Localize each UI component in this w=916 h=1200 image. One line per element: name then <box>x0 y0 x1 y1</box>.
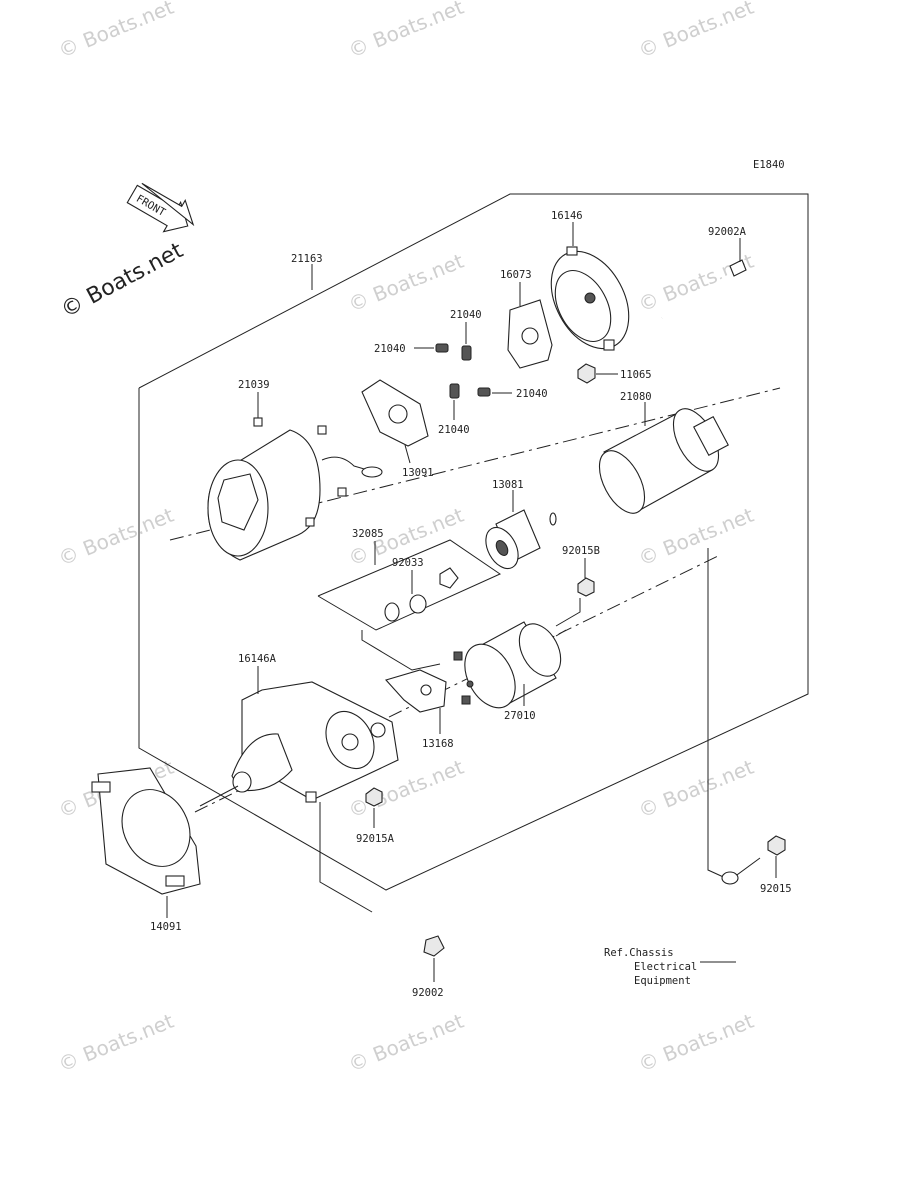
leader-group-to-lever <box>361 630 441 671</box>
nut-92015A <box>365 787 383 807</box>
label-27010: 27010 <box>504 710 536 722</box>
watermark-13: © Boats.net <box>345 1009 467 1077</box>
clutch-13081 <box>485 509 541 570</box>
diagram-code: E1840 <box>753 159 785 171</box>
brush-holder-13091 <box>361 379 429 447</box>
label-21080: 21080 <box>620 391 652 403</box>
label-92002: 92002 <box>412 987 444 999</box>
nut-92015B <box>577 577 595 597</box>
label-32085: 32085 <box>352 528 384 540</box>
part-labels: 21163 16146 92002A 16073 21040 21040 210… <box>150 210 792 999</box>
group-32085 <box>317 539 502 631</box>
spring-21040-b <box>461 345 472 361</box>
centerline-lower <box>194 555 719 813</box>
bolt-92002 <box>370 909 445 957</box>
leader-92015B-link <box>555 598 581 627</box>
nut-11065 <box>577 363 596 384</box>
end-cover-16146 <box>550 246 630 351</box>
label-92015: 92015 <box>760 883 792 895</box>
cover-plate-14091 <box>91 767 201 895</box>
leader-bolt-path <box>319 802 373 913</box>
leader-cable-path <box>707 548 761 881</box>
watermark-8: © Boats.net <box>635 503 757 571</box>
label-13081: 13081 <box>492 479 524 491</box>
label-16073: 16073 <box>500 269 532 281</box>
watermark-12: © Boats.net <box>55 1009 177 1077</box>
housing-16146A <box>231 681 399 803</box>
ring-92033 <box>409 594 427 614</box>
label-13168: 13168 <box>422 738 454 750</box>
label-92015B: 92015B <box>562 545 600 557</box>
yoke-21039 <box>207 417 383 561</box>
long-bolt-92002A <box>661 259 747 320</box>
watermark-dark: © Boats.net <box>57 238 188 323</box>
watermark-6: © Boats.net <box>55 503 177 571</box>
nut-92015 <box>767 835 786 856</box>
label-21040-c: 21040 <box>438 424 470 436</box>
watermark-5: © Boats.net <box>635 249 757 317</box>
reference-note-line-3: Equipment <box>634 975 691 987</box>
watermark-3: © Boats.net <box>635 0 757 63</box>
label-92015A: 92015A <box>356 833 395 845</box>
label-92033: 92033 <box>392 557 424 569</box>
label-21040-b: 21040 <box>450 309 482 321</box>
stopper-92033 <box>439 567 459 589</box>
assembly-outline <box>138 193 809 891</box>
battery-cable-icon <box>721 871 743 1000</box>
label-14091: 14091 <box>150 921 182 933</box>
spring-21040-d <box>477 387 491 397</box>
label-92002A: 92002A <box>708 226 747 238</box>
armature-21080 <box>549 408 729 526</box>
washer-92033-a <box>384 602 400 622</box>
leader-14091-link <box>199 785 239 807</box>
label-21040-a: 21040 <box>374 343 406 355</box>
reference-note-line-2: Electrical <box>634 961 697 973</box>
watermark-2: © Boats.net <box>345 0 467 63</box>
label-16146: 16146 <box>551 210 583 222</box>
label-13091: 13091 <box>402 467 434 479</box>
front-arrow-icon: FRONT <box>126 182 195 233</box>
label-21040-d: 21040 <box>516 388 548 400</box>
label-11065: 11065 <box>620 369 652 381</box>
label-21163: 21163 <box>291 253 323 265</box>
spring-21040-a <box>435 343 449 353</box>
leader-13091 <box>404 444 411 464</box>
label-16146A: 16146A <box>238 653 277 665</box>
label-21039: 21039 <box>238 379 270 391</box>
brush-plate-16073 <box>507 299 553 369</box>
watermark-layer: © Boats.net © Boats.net © Boats.net © Bo… <box>55 0 757 1077</box>
watermark-11: © Boats.net <box>635 755 757 823</box>
watermark-1: © Boats.net <box>55 0 177 63</box>
spring-21040-c <box>449 383 460 399</box>
reference-note: Ref.Chassis Electrical Equipment <box>604 947 697 987</box>
reference-note-line-1: Ref.Chassis <box>604 947 674 959</box>
solenoid-27010 <box>453 621 567 709</box>
lever-13168 <box>385 669 447 713</box>
watermark-4: © Boats.net <box>345 249 467 317</box>
watermark-14: © Boats.net <box>635 1009 757 1077</box>
